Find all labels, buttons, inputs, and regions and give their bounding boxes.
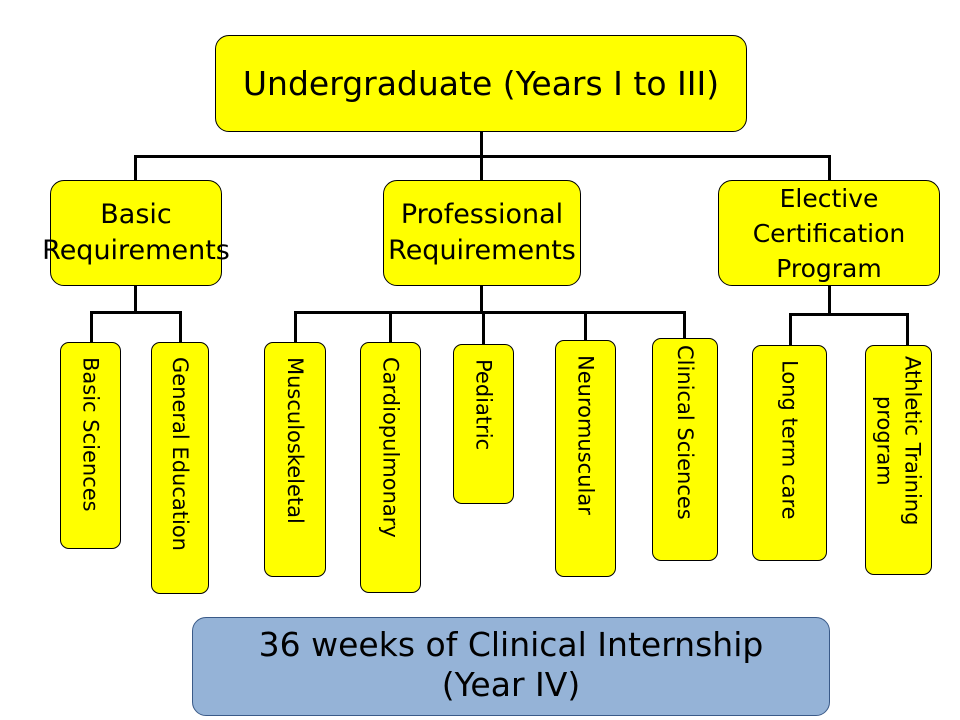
leaf-cardiopulmonary: Cardiopulmonary <box>360 342 421 593</box>
leaf-label-line: Athletic Training <box>900 356 925 526</box>
professional-drop <box>480 155 483 181</box>
elective-bus <box>789 313 909 316</box>
category-basic-requirements: Basic Requirements <box>42 180 230 286</box>
leaf-label: Pediatric <box>471 359 496 451</box>
leaf-pediatric: Pediatric <box>453 344 514 504</box>
category-label-line: Program <box>776 253 882 283</box>
leaf-label: Long term care <box>777 360 802 520</box>
basic-leaf-drop <box>179 311 182 343</box>
footer-line: 36 weeks of Clinical Internship <box>258 625 764 664</box>
basic-bus <box>90 311 182 314</box>
category-label-line: Requirements <box>388 235 576 266</box>
leaf-clinical-sciences: Clinical Sciences <box>652 338 718 561</box>
professional-bus <box>294 311 686 314</box>
professional-connector <box>480 285 483 313</box>
leaf-long-term-care: Long term care <box>752 345 827 561</box>
footer-line: (Year IV) <box>441 665 581 704</box>
professional-leaf-drop <box>584 311 587 341</box>
leaf-label: Athletic Training program <box>871 356 927 525</box>
leaf-label: Neuromuscular <box>573 355 598 515</box>
basic-connector <box>134 285 137 313</box>
category-label-line: Certification <box>752 218 906 248</box>
category-label-line: Professional <box>400 199 564 230</box>
category-elective-certification-program: Elective Certification Program <box>718 180 940 286</box>
leaf-label: General Education <box>168 357 192 551</box>
professional-leaf-drop <box>482 311 485 345</box>
root-connector <box>480 131 483 157</box>
elective-leaf-drop <box>789 313 792 346</box>
root-label: Undergraduate (Years I to III) <box>242 64 720 103</box>
leaf-athletic-training-program: Athletic Training program <box>865 345 932 575</box>
leaf-label: Musculoskeletal <box>283 357 307 524</box>
leaf-general-education: General Education <box>151 342 209 594</box>
basic-drop <box>134 155 137 181</box>
root-node: Undergraduate (Years I to III) <box>215 35 747 132</box>
leaf-musculoskeletal: Musculoskeletal <box>264 342 326 577</box>
leaf-label: Basic Sciences <box>78 357 103 512</box>
leaf-neuromuscular: Neuromuscular <box>555 340 616 577</box>
category-label-line: Basic <box>100 199 172 230</box>
clinical-internship-box: 36 weeks of Clinical Internship (Year IV… <box>192 617 830 716</box>
professional-leaf-drop <box>683 311 686 339</box>
elective-drop <box>828 155 831 181</box>
leaf-label: Clinical Sciences <box>673 345 697 520</box>
professional-leaf-drop <box>389 311 392 343</box>
professional-leaf-drop <box>294 311 297 343</box>
category-professional-requirements: Professional Requirements <box>383 180 581 286</box>
elective-leaf-drop <box>906 313 909 346</box>
basic-leaf-drop <box>90 311 93 343</box>
leaf-label: Cardiopulmonary <box>378 357 403 538</box>
category-label-line: Requirements <box>42 235 230 266</box>
elective-connector <box>828 285 831 315</box>
leaf-label-line: program <box>872 395 897 486</box>
category-label-line: Elective <box>779 183 879 213</box>
leaf-basic-sciences: Basic Sciences <box>60 342 121 549</box>
